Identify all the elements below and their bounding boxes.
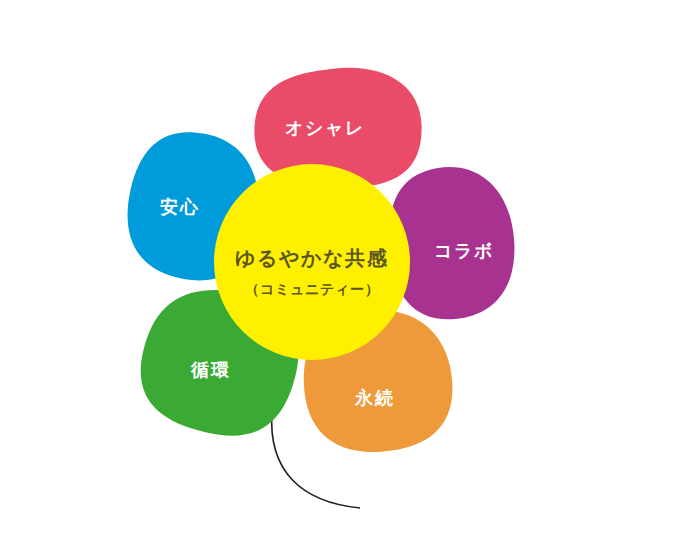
petal-label: 安心 bbox=[160, 195, 200, 219]
center-title: ゆるやかな共感 bbox=[235, 245, 389, 272]
center-circle: ゆるやかな共感 （コミュニティー） bbox=[214, 164, 410, 360]
petal-label: オシャレ bbox=[285, 116, 365, 140]
petal-label: コラボ bbox=[434, 239, 494, 263]
petal-label: 循環 bbox=[191, 358, 231, 382]
petal-label: 永続 bbox=[355, 386, 395, 410]
center-subtitle: （コミュニティー） bbox=[245, 281, 380, 299]
